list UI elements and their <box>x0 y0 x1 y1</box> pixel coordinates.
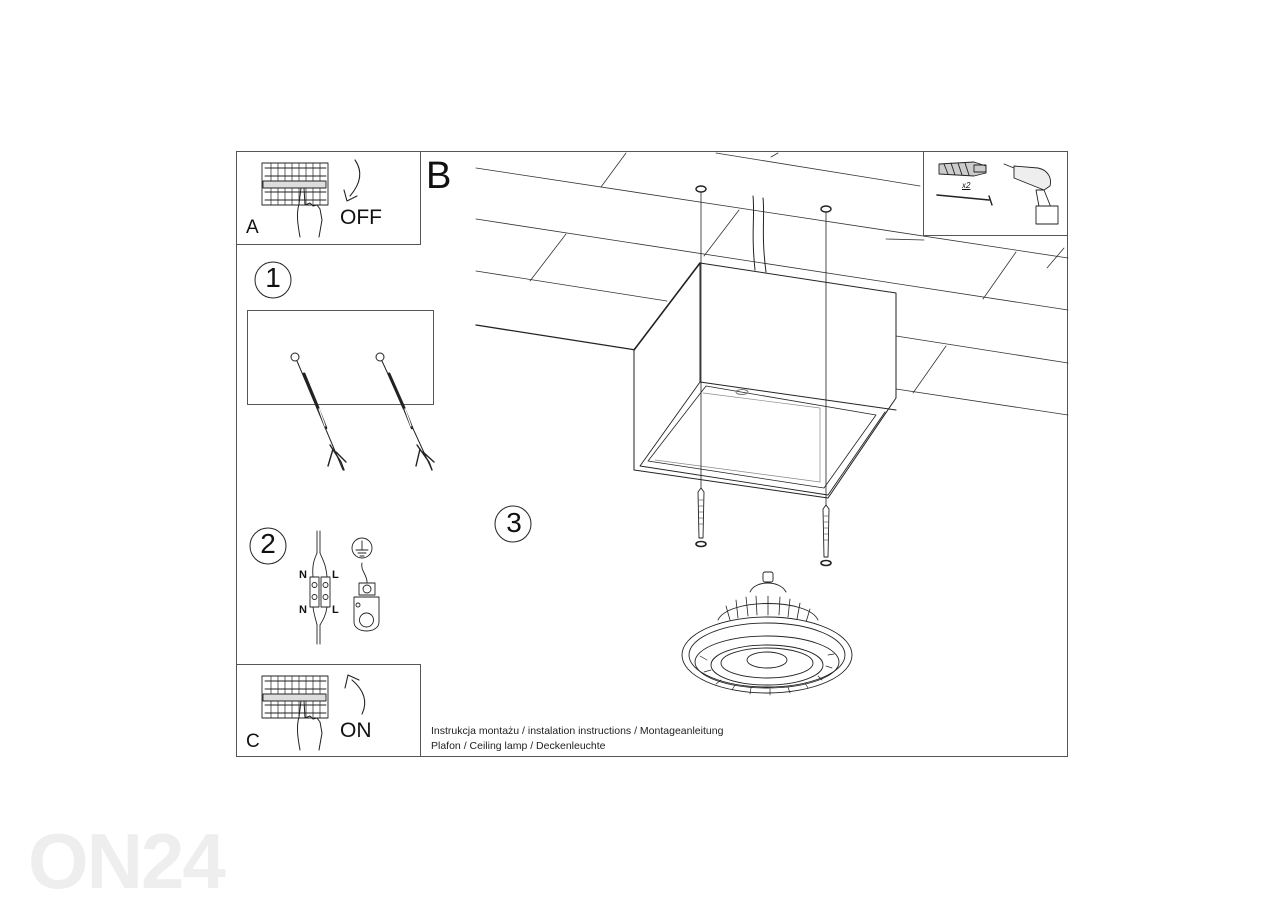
screw-left <box>695 185 707 548</box>
off-label: OFF <box>340 206 382 229</box>
screw-icon <box>936 194 993 206</box>
caption-instructions: Instrukcja montażu / instalation instruc… <box>431 725 724 737</box>
quantity-label: x2 <box>962 181 971 190</box>
instruction-sheet-frame <box>236 151 1068 757</box>
circuit-breaker-icon <box>261 162 329 206</box>
drill-icon <box>1003 163 1059 225</box>
wall-plug-icon <box>938 161 987 177</box>
on-label: ON <box>340 719 372 742</box>
arrow-down-icon <box>349 159 361 197</box>
screw-right <box>820 205 832 567</box>
step-2-number: 2 <box>260 528 276 559</box>
panel-a <box>236 151 421 245</box>
ceiling-tiles <box>475 152 1069 416</box>
lamp-housing <box>633 195 897 499</box>
earth-ground-icon <box>351 537 380 632</box>
caption-product: Plafon / Ceiling lamp / Deckenleuchte <box>431 740 606 752</box>
panel-c <box>236 664 421 757</box>
step-3-number: 3 <box>506 507 522 538</box>
step-1-drilling <box>247 261 435 471</box>
watermark-logo: ON24 <box>28 817 226 905</box>
step-3-marker <box>494 505 532 543</box>
bulb-icon <box>681 571 853 696</box>
hand-icon <box>296 700 323 751</box>
panel-b-letter: B <box>426 155 452 197</box>
panel-c-letter: C <box>246 731 260 752</box>
panel-a-letter: A <box>246 217 259 238</box>
wire-label-l-bottom: L <box>332 604 339 616</box>
wall-plug-icon <box>375 352 435 471</box>
tools-box <box>923 151 1068 236</box>
terminal-block-icon <box>309 530 331 645</box>
step-2-wiring <box>249 527 380 645</box>
step-1-number: 1 <box>265 262 281 293</box>
wire-label-n-top: N <box>299 569 307 581</box>
wall-plug-icon <box>290 352 347 471</box>
circuit-breaker-icon <box>261 675 329 719</box>
wire-label-l-top: L <box>332 569 339 581</box>
arrow-up-icon <box>351 679 366 715</box>
wire-label-n-bottom: N <box>299 604 307 616</box>
hand-icon <box>296 187 323 238</box>
